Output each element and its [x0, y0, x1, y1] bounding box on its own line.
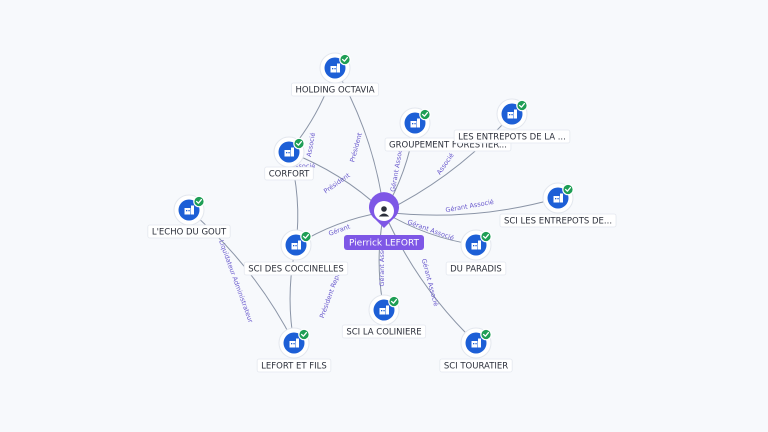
node-label: SCI LA COLINIERE	[346, 328, 421, 338]
node-label: HOLDING OCTAVIA	[295, 86, 374, 96]
check-icon	[419, 108, 431, 121]
building-icon	[379, 305, 389, 315]
company-node-entrepots-de-la[interactable]: LES ENTREPOTS DE LA ...	[453, 98, 571, 144]
node-label-box	[264, 166, 314, 181]
building-icon	[553, 193, 563, 203]
check-icon	[562, 183, 574, 196]
check-icon	[480, 230, 492, 243]
node-label: CORFORT	[269, 170, 310, 180]
node-label-box	[243, 261, 349, 276]
check-icon	[388, 295, 400, 308]
node-label: SCI DES COCCINELLES	[248, 265, 344, 275]
check-icon	[293, 137, 305, 150]
company-node-lefort-et-fils[interactable]: LEFORT ET FILS	[256, 327, 332, 373]
company-node-sci-les-entrepots[interactable]: SCI LES ENTREPOTS DE...	[499, 182, 617, 228]
node-label-box	[341, 324, 427, 339]
company-node-corfort[interactable]: CORFORT	[264, 136, 314, 181]
company-node-holding-octavia[interactable]: HOLDING OCTAVIA	[291, 52, 379, 97]
check-icon	[193, 195, 205, 208]
check-icon	[516, 99, 528, 112]
company-node-sci-touratier[interactable]: SCI TOURATIER	[439, 327, 513, 373]
node-label: L'ECHO DU GOUT	[152, 228, 227, 238]
center-node[interactable]: Pierrick LEFORT	[344, 192, 424, 250]
building-icon	[184, 205, 194, 215]
node-label-box	[256, 358, 332, 373]
node-label: LES ENTREPOTS DE LA ...	[458, 133, 566, 143]
center-label: Pierrick LEFORT	[349, 239, 420, 249]
edge-label: Associé	[435, 151, 456, 176]
check-icon	[480, 328, 492, 341]
node-label-box	[291, 82, 379, 97]
edge-label: Président	[348, 131, 364, 163]
edge-label: Président	[322, 171, 352, 195]
building-icon	[471, 338, 481, 348]
building-icon	[410, 118, 420, 128]
center-label-box	[344, 235, 424, 250]
edge-label: Associé	[305, 132, 317, 158]
node-label-box	[439, 358, 513, 373]
building-icon	[289, 338, 299, 348]
node-label: SCI TOURATIER	[444, 362, 508, 372]
building-icon	[330, 63, 340, 73]
node-label: GROUPEMENT FORESTIER...	[389, 141, 507, 151]
company-node-sci-coccinelles[interactable]: SCI DES COCCINELLES	[243, 229, 349, 276]
node-label: LEFORT ET FILS	[261, 362, 327, 372]
edge-label: Liquidateur Administrateur	[217, 239, 255, 324]
node-label: DU PARADIS	[450, 265, 502, 275]
building-icon	[507, 109, 517, 119]
node-label-box	[445, 261, 507, 276]
building-icon	[471, 240, 481, 250]
edge-center-sci-touratier	[383, 211, 477, 344]
node-label: SCI LES ENTREPOTS DE...	[504, 217, 612, 227]
edge-label: Associé	[291, 162, 316, 170]
company-node-du-paradis[interactable]: DU PARADIS	[445, 229, 507, 276]
node-label-box	[453, 129, 571, 144]
edge-center-entrepots-de-la	[383, 113, 513, 213]
check-icon	[300, 230, 312, 243]
company-node-groupement-forestier[interactable]: GROUPEMENT FORESTIER...	[384, 107, 512, 152]
building-icon	[291, 240, 301, 250]
check-icon	[298, 328, 310, 341]
check-icon	[339, 53, 351, 66]
edge-center-sci-les-entrepots	[383, 197, 559, 216]
person-icon	[378, 206, 390, 217]
building-icon	[284, 147, 294, 157]
edge-label: Gérant Associé	[420, 258, 440, 307]
edge-label: Gérant Associé	[378, 237, 386, 286]
node-label-box	[499, 213, 617, 228]
node-label-box	[147, 224, 231, 239]
company-node-lecho-du-gout[interactable]: L'ECHO DU GOUT	[147, 194, 231, 239]
company-node-sci-la-coliniere[interactable]: SCI LA COLINIERE	[341, 294, 427, 339]
